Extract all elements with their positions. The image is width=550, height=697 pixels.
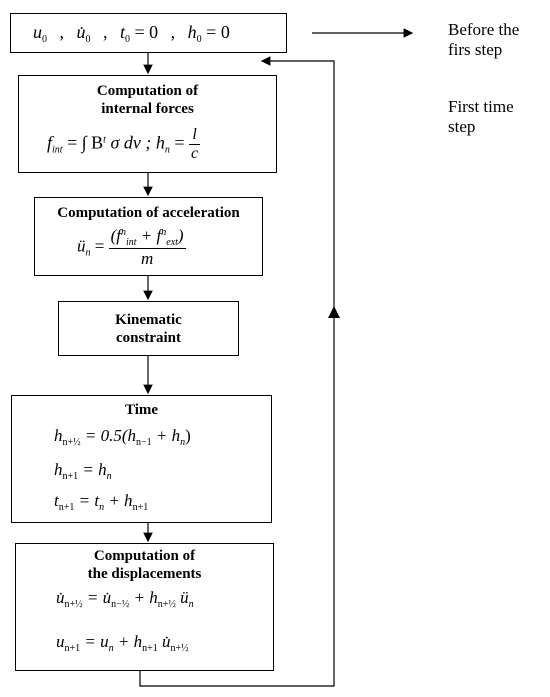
loop-up-arrowhead <box>328 306 340 318</box>
displacements-formula-2: un+1 = un + hn+1 u̇n+½ <box>56 632 189 654</box>
displacements-title: Computation of the displacements <box>87 548 202 582</box>
internal-forces-box: Computation of internal forces fint = ∫ … <box>18 75 277 173</box>
time-formula-2: hn+1 = hn <box>54 460 112 482</box>
first-time-step-label: First time step <box>448 97 514 136</box>
acceleration-formula: ün = (fnint + fnext) m <box>77 226 186 268</box>
before-first-step-label: Before the firs step <box>448 20 520 59</box>
time-box: Time hn+½ = 0.5(hn−1 + hn) hn+1 = hn tn+… <box>11 395 272 523</box>
displacements-formula-1: u̇n+½ = u̇n−½ + hn+½ ün <box>56 588 194 610</box>
initial-conditions-formula: u0 , u̇0 , t0 = 0 , h0 = 0 <box>33 22 230 45</box>
displacements-box: Computation of the displacements u̇n+½ =… <box>15 543 274 671</box>
initial-conditions-box: u0 , u̇0 , t0 = 0 , h0 = 0 <box>10 13 287 53</box>
kinematic-constraint-box: Kinematic constraint <box>58 301 239 356</box>
time-formula-1: hn+½ = 0.5(hn−1 + hn) <box>54 426 191 448</box>
acceleration-box: Computation of acceleration ün = (fnint … <box>34 197 263 276</box>
feedback-loop-line <box>139 56 335 687</box>
time-title: Time <box>124 402 159 418</box>
kinematic-constraint-title: Kinematic constraint <box>115 312 182 346</box>
acceleration-title: Computation of acceleration <box>57 205 240 221</box>
internal-forces-title: Computation of internal forces <box>96 83 199 117</box>
time-formula-3: tn+1 = tn + hn+1 <box>54 491 149 513</box>
